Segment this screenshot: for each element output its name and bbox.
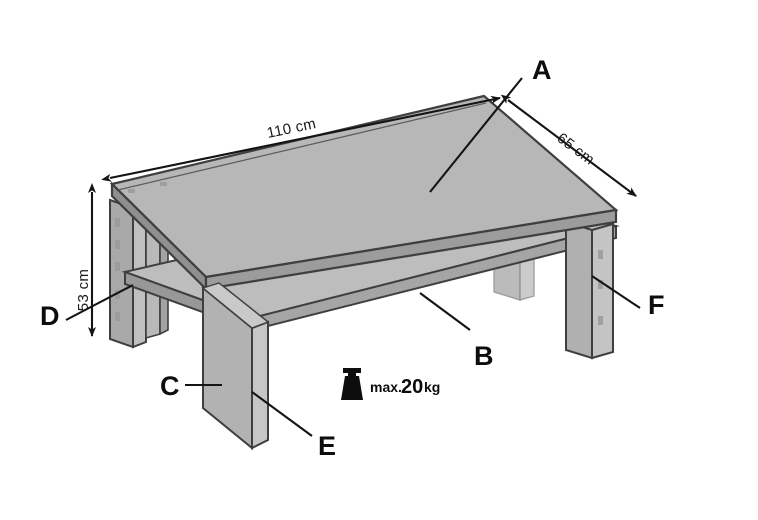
rear-left-leg-dowel-holes	[115, 218, 120, 321]
max-load-value: 20	[401, 376, 423, 398]
part-callout-a: A	[429, 55, 552, 193]
part-label-c: C	[160, 371, 180, 401]
dimension-height: 53 cm	[75, 183, 96, 337]
part-callout-b: B	[419, 292, 494, 371]
part-label-b: B	[474, 341, 494, 371]
weight-icon	[341, 368, 363, 400]
rear-left-leg	[109, 198, 147, 349]
max-load-note: max. 20 kg	[341, 368, 440, 400]
part-callout-e: E	[251, 391, 336, 461]
max-load-prefix: max.	[370, 379, 402, 395]
part-label-f: F	[648, 290, 665, 320]
dimension-height-label: 53 cm	[75, 269, 92, 311]
part-callout-f: F	[591, 275, 665, 320]
front-right-leg-dowel-holes	[598, 250, 603, 325]
part-callout-d: D	[40, 284, 134, 331]
part-callout-c: C	[160, 371, 222, 401]
part-label-a: A	[532, 55, 552, 85]
front-left-leg-cap	[201, 282, 270, 329]
part-label-d: D	[40, 301, 60, 331]
max-load-unit: kg	[424, 379, 440, 395]
part-label-e: E	[318, 431, 336, 461]
table-top-dowel-holes	[128, 182, 167, 193]
front-right-leg	[565, 220, 614, 360]
